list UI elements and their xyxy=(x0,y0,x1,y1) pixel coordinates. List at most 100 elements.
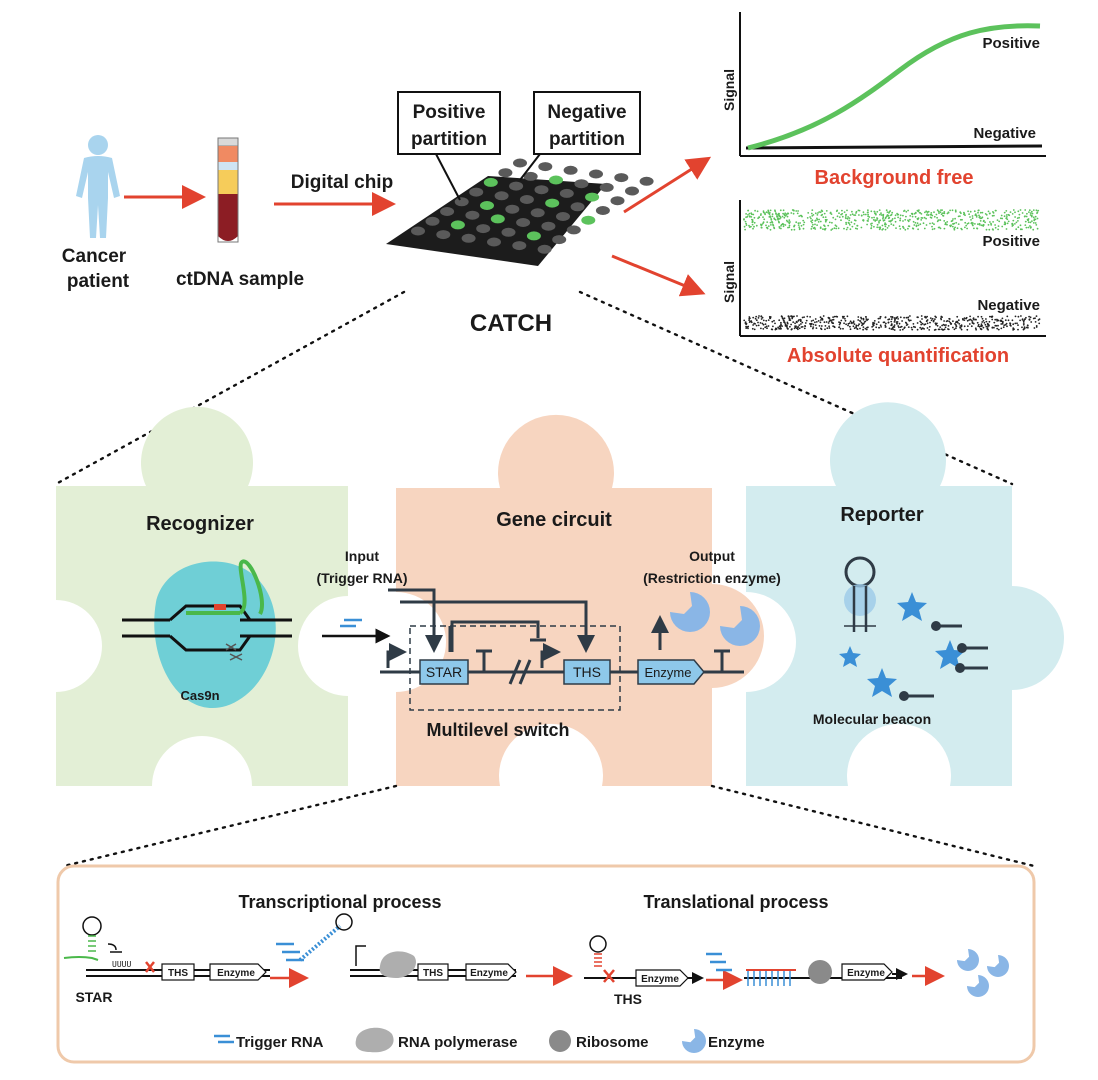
reporter-puzzle-piece xyxy=(746,402,1064,786)
curve-caption: Background free xyxy=(815,167,974,189)
legend-trigger-rna: Trigger RNA xyxy=(214,1034,324,1051)
arrow-chip-to-curve xyxy=(623,156,712,214)
absolute-quantification-chart: Signal Positive Negative Absolute quanti… xyxy=(721,200,1046,367)
reporter-title: Reporter xyxy=(840,504,924,526)
chip-partition xyxy=(490,214,505,224)
negative-partition-line2: partition xyxy=(549,129,625,150)
trigger-rna-translation-icon xyxy=(706,952,732,972)
blood-tube-icon xyxy=(217,137,239,243)
chip-partition xyxy=(465,210,480,220)
digital-chip xyxy=(386,158,654,266)
ths-box: THS xyxy=(563,659,611,685)
trigger-rna-input xyxy=(322,618,391,644)
chip-partition xyxy=(461,233,476,243)
patient-label-line2: patient xyxy=(67,271,130,292)
legend-ribosome: Ribosome xyxy=(549,1030,649,1052)
chip-partition xyxy=(625,186,639,196)
background-free-chart: Signal Positive Negative Background free xyxy=(721,12,1046,189)
chip-partition xyxy=(450,220,465,230)
step3-enzyme-box: Enzyme xyxy=(641,974,679,985)
chip-partition xyxy=(516,218,531,227)
chip-partition xyxy=(480,201,494,210)
patient-figure-icon xyxy=(76,135,120,238)
chip-partition xyxy=(541,221,556,231)
step1-ths-box: THS xyxy=(168,968,188,979)
negative-partition-line1: Negative xyxy=(547,102,626,123)
legend-enzyme: Enzyme xyxy=(682,1029,765,1053)
chip-partition xyxy=(537,244,552,254)
chip-partition xyxy=(440,207,455,216)
negative-baseline xyxy=(745,144,1043,150)
positive-signal-curve xyxy=(747,23,1041,151)
chip-partition xyxy=(610,196,625,206)
translation-step-active: Enzyme xyxy=(744,960,908,986)
chip-partition xyxy=(559,188,574,198)
positive-partition-callout: Positive partition xyxy=(397,91,501,201)
cas9n-label: Cas9n xyxy=(180,688,219,703)
chip-partition xyxy=(476,224,491,234)
negative-dot-band xyxy=(743,315,1041,331)
patient-label-line1: Cancer xyxy=(62,246,127,267)
uuuu-label-1: UUUU xyxy=(112,960,131,969)
chip-partition xyxy=(509,181,524,191)
chip-partition xyxy=(526,231,541,241)
zoom-line-left xyxy=(54,290,406,486)
chip-partition xyxy=(519,195,534,204)
chip-partition xyxy=(505,204,520,214)
transcription-step-repressed: UUUU THS Enzyme xyxy=(63,916,270,981)
star-process-label: STAR xyxy=(75,989,112,1005)
chip-partition xyxy=(487,237,501,247)
molecular-beacon-icon xyxy=(839,556,988,701)
chip-partition xyxy=(483,177,498,187)
cas9n-complex xyxy=(122,559,292,709)
chip-partition xyxy=(501,227,516,237)
process-panel xyxy=(56,864,1036,1064)
legend-enzyme-label: Enzyme xyxy=(708,1034,765,1051)
chip-partition xyxy=(534,185,549,195)
recognizer-title: Recognizer xyxy=(146,513,254,535)
chip-partition xyxy=(574,179,589,189)
chip-partition xyxy=(523,171,538,181)
gene-circuit-title: Gene circuit xyxy=(496,509,612,531)
legend-trigger-rna-label: Trigger RNA xyxy=(236,1034,324,1051)
chip-partition xyxy=(454,197,469,207)
chip-partition xyxy=(469,187,484,197)
legend-polymerase-label: RNA polymerase xyxy=(398,1034,518,1051)
chip-partition xyxy=(494,191,509,201)
chip-partition xyxy=(599,182,614,192)
catch-label: CATCH xyxy=(470,310,552,337)
chip-partition xyxy=(556,212,570,221)
chip-partition xyxy=(549,175,563,185)
legend-ribosome-label: Ribosome xyxy=(576,1034,649,1051)
process-legend: Trigger RNA RNA polymerase Ribosome Enzy… xyxy=(214,1027,765,1053)
chip-partition xyxy=(552,235,567,245)
chip-partition xyxy=(436,230,451,240)
zoom-line-bottom-right xyxy=(710,784,1036,868)
chip-partition xyxy=(563,165,578,175)
trigger-rna-binding-icon xyxy=(276,913,353,962)
star-box: STAR xyxy=(419,659,469,685)
chip-partition xyxy=(589,169,603,179)
chip-partition xyxy=(530,208,545,218)
step2-ths-box: THS xyxy=(423,968,443,979)
chip-partition xyxy=(538,162,553,172)
positive-partition-line1: Positive xyxy=(413,102,486,123)
legend-rna-polymerase: RNA polymerase xyxy=(355,1027,518,1053)
chip-partition xyxy=(566,225,581,235)
step1-enzyme-box: Enzyme xyxy=(217,968,255,979)
gene-circuit-puzzle-piece xyxy=(396,414,764,786)
negative-partition-callout: Negative partition xyxy=(519,91,641,181)
multilevel-switch-box xyxy=(409,625,621,711)
transcriptional-title: Transcriptional process xyxy=(238,892,441,912)
input-label-line2: (Trigger RNA) xyxy=(317,570,408,586)
curve-ylabel: Signal xyxy=(721,69,737,111)
star-box-label: STAR xyxy=(426,664,462,680)
positive-dot-band xyxy=(743,209,1040,231)
molecular-beacon-label: Molecular beacon xyxy=(813,711,931,727)
chip-partition xyxy=(411,226,425,236)
chip-partition xyxy=(512,241,527,251)
enzyme-gene-box: Enzyme xyxy=(637,659,705,685)
ths-process-label: THS xyxy=(614,991,642,1007)
chip-partition xyxy=(498,168,513,178)
